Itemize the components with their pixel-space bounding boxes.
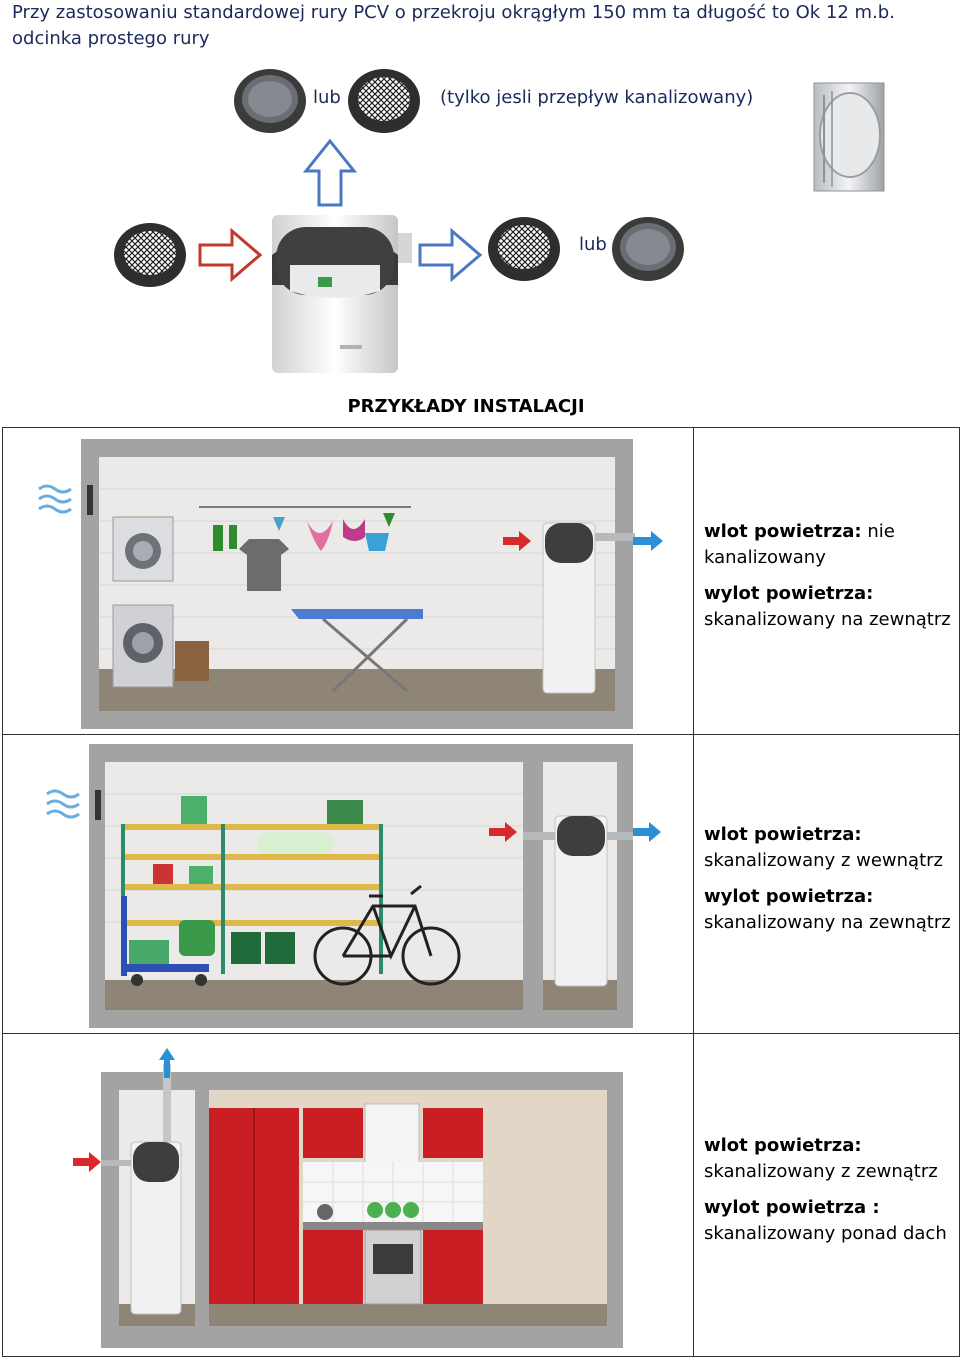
flexible-duct-icon xyxy=(813,82,885,192)
blue-right-arrow-icon xyxy=(418,227,483,283)
red-inlet-arrow-icon xyxy=(503,530,531,551)
outlet-label: wylot powietrza: xyxy=(704,583,874,605)
heat-pump-unit-icon xyxy=(101,1141,182,1315)
inlet-value: nie kanalizowany xyxy=(704,521,895,569)
washing-machine-icon xyxy=(112,516,209,688)
example-3-description: wlot powietrza:skanalizowany z zewnątrz … xyxy=(693,1032,960,1357)
bicycle-icon xyxy=(313,884,461,986)
garage-scene-cell xyxy=(2,734,694,1034)
inlet-label: wlot powietrza: xyxy=(704,823,862,845)
grille-cap-icon xyxy=(348,69,420,133)
intro-text: Przy zastosowaniu standardowej rury PCV … xyxy=(12,2,895,49)
example-row-2: wlot powietrza: skanalizowany z wewnątrz… xyxy=(2,734,960,1034)
red-inlet-arrow-icon xyxy=(489,821,517,842)
kitchen-scene xyxy=(73,1048,623,1349)
outlet-value: skanalizowany na zewnątrz xyxy=(704,911,951,933)
plain-cap-icon xyxy=(234,69,306,133)
airflow-diagram: lub (tylko jesli przepływ kanalizowany) … xyxy=(0,55,960,385)
heat-pump-unit-icon xyxy=(523,815,633,987)
or-label-right: lub xyxy=(579,234,607,255)
outlet-label: wylot powietrza : xyxy=(704,1196,880,1218)
shelving-icon xyxy=(121,795,383,974)
grille-cap-left-icon xyxy=(114,223,186,287)
air-wave-icon xyxy=(46,789,80,819)
grille-cap-right-icon xyxy=(488,217,560,281)
kitchen-cabinets-icon xyxy=(209,1103,483,1305)
outlet-value: skanalizowany ponad dach xyxy=(704,1222,947,1244)
blue-up-arrow-icon xyxy=(159,1048,175,1079)
inlet-label: wlot powietrza: xyxy=(704,1134,862,1156)
airflow-diagram-svg xyxy=(114,69,885,373)
outlet-label: wylot powietrza: xyxy=(704,885,874,907)
blue-up-arrow-icon xyxy=(302,138,358,207)
laundry-scene-cell xyxy=(2,426,694,736)
laundry-icon xyxy=(213,512,395,591)
heat-pump-unit-icon xyxy=(272,215,412,373)
air-wave-icon xyxy=(38,484,72,514)
example-row-3: wlot powietrza:skanalizowany z zewnątrz … xyxy=(2,1032,960,1357)
garage-scene xyxy=(46,743,661,1028)
ironing-board-icon xyxy=(291,608,423,692)
plain-cap-right-icon xyxy=(612,217,684,281)
laundry-room-scene xyxy=(38,438,663,729)
red-right-arrow-icon xyxy=(198,227,263,283)
heat-pump-unit-icon xyxy=(542,522,635,694)
example-row-1: wlot powietrza: nie kanalizowany wylot p… xyxy=(2,426,960,736)
outlet-value: skanalizowany na zewnątrz xyxy=(704,609,951,631)
inlet-value: skanalizowany z wewnątrz xyxy=(704,849,943,871)
ducted-note: (tylko jesli przepływ kanalizowany) xyxy=(440,87,754,108)
example-2-description: wlot powietrza: skanalizowany z wewnątrz… xyxy=(693,734,960,1034)
trolley-icon xyxy=(121,895,295,986)
example-1-description: wlot powietrza: nie kanalizowany wylot p… xyxy=(693,426,960,736)
blue-outlet-arrow-icon xyxy=(633,821,661,842)
installation-examples-table: wlot powietrza: nie kanalizowany wylot p… xyxy=(2,426,960,1357)
section-title: PRZYKŁADY INSTALACJI xyxy=(347,396,585,417)
blue-outlet-arrow-icon xyxy=(633,530,663,551)
inlet-value: skanalizowany z zewnątrz xyxy=(704,1160,938,1182)
kitchen-scene-cell xyxy=(2,1032,694,1357)
red-inlet-arrow-icon xyxy=(73,1152,101,1173)
inlet-label: wlot powietrza: xyxy=(704,521,862,543)
or-label-top: lub xyxy=(313,87,341,108)
